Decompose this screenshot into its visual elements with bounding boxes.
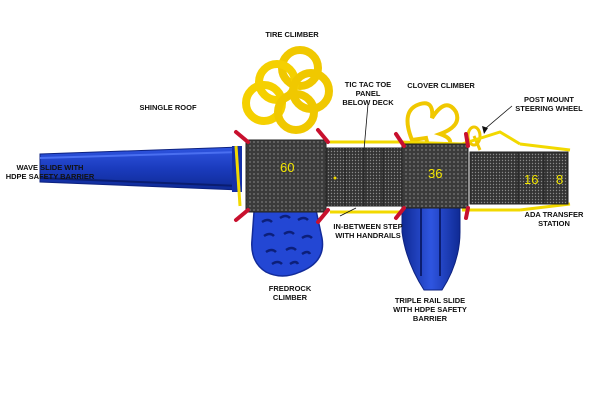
fredrock-label: FREDROCK CLIMBER <box>268 284 312 302</box>
ada-station-label: ADA TRANSFER STATION <box>524 210 584 228</box>
triple-rail-slide <box>401 198 461 291</box>
red-posts <box>234 128 470 224</box>
main-deck-60 <box>245 139 327 213</box>
shingle-roof-label: SHINGLE ROOF <box>139 103 197 112</box>
deck-height-60: 60 <box>280 160 294 175</box>
tire-climber-label: TIRE CLIMBER <box>265 30 319 39</box>
middle-deck-36 <box>401 143 469 209</box>
deck-height-36: 36 <box>428 166 442 181</box>
steering-wheel-label: POST MOUNT STEERING WHEEL <box>515 95 583 113</box>
wave-slide-label: WAVE SLIDE WITH HDPE SAFETY BARRIER <box>5 163 95 181</box>
triple-slide-label: TRIPLE RAIL SLIDE WITH HDPE SAFETY BARRI… <box>393 296 467 323</box>
fredrock-climber <box>251 203 324 277</box>
leader-lines <box>339 103 513 217</box>
tic-tac-toe-label: TIC TAC TOE PANEL BELOW DECK <box>342 80 394 107</box>
ada-transfer-station <box>469 151 569 205</box>
steering-arrow-icon <box>482 126 488 134</box>
tire-climber <box>242 46 333 134</box>
in-between-step <box>325 147 403 207</box>
clover-climber-label: CLOVER CLIMBER <box>407 81 475 90</box>
yellow-frame-rails <box>234 130 571 214</box>
in-between-step-label: IN-BETWEEN STEP WITH HANDRAILS <box>333 222 403 240</box>
deck-height-16: 16 <box>524 172 538 187</box>
deck-height-8: 8 <box>556 172 563 187</box>
